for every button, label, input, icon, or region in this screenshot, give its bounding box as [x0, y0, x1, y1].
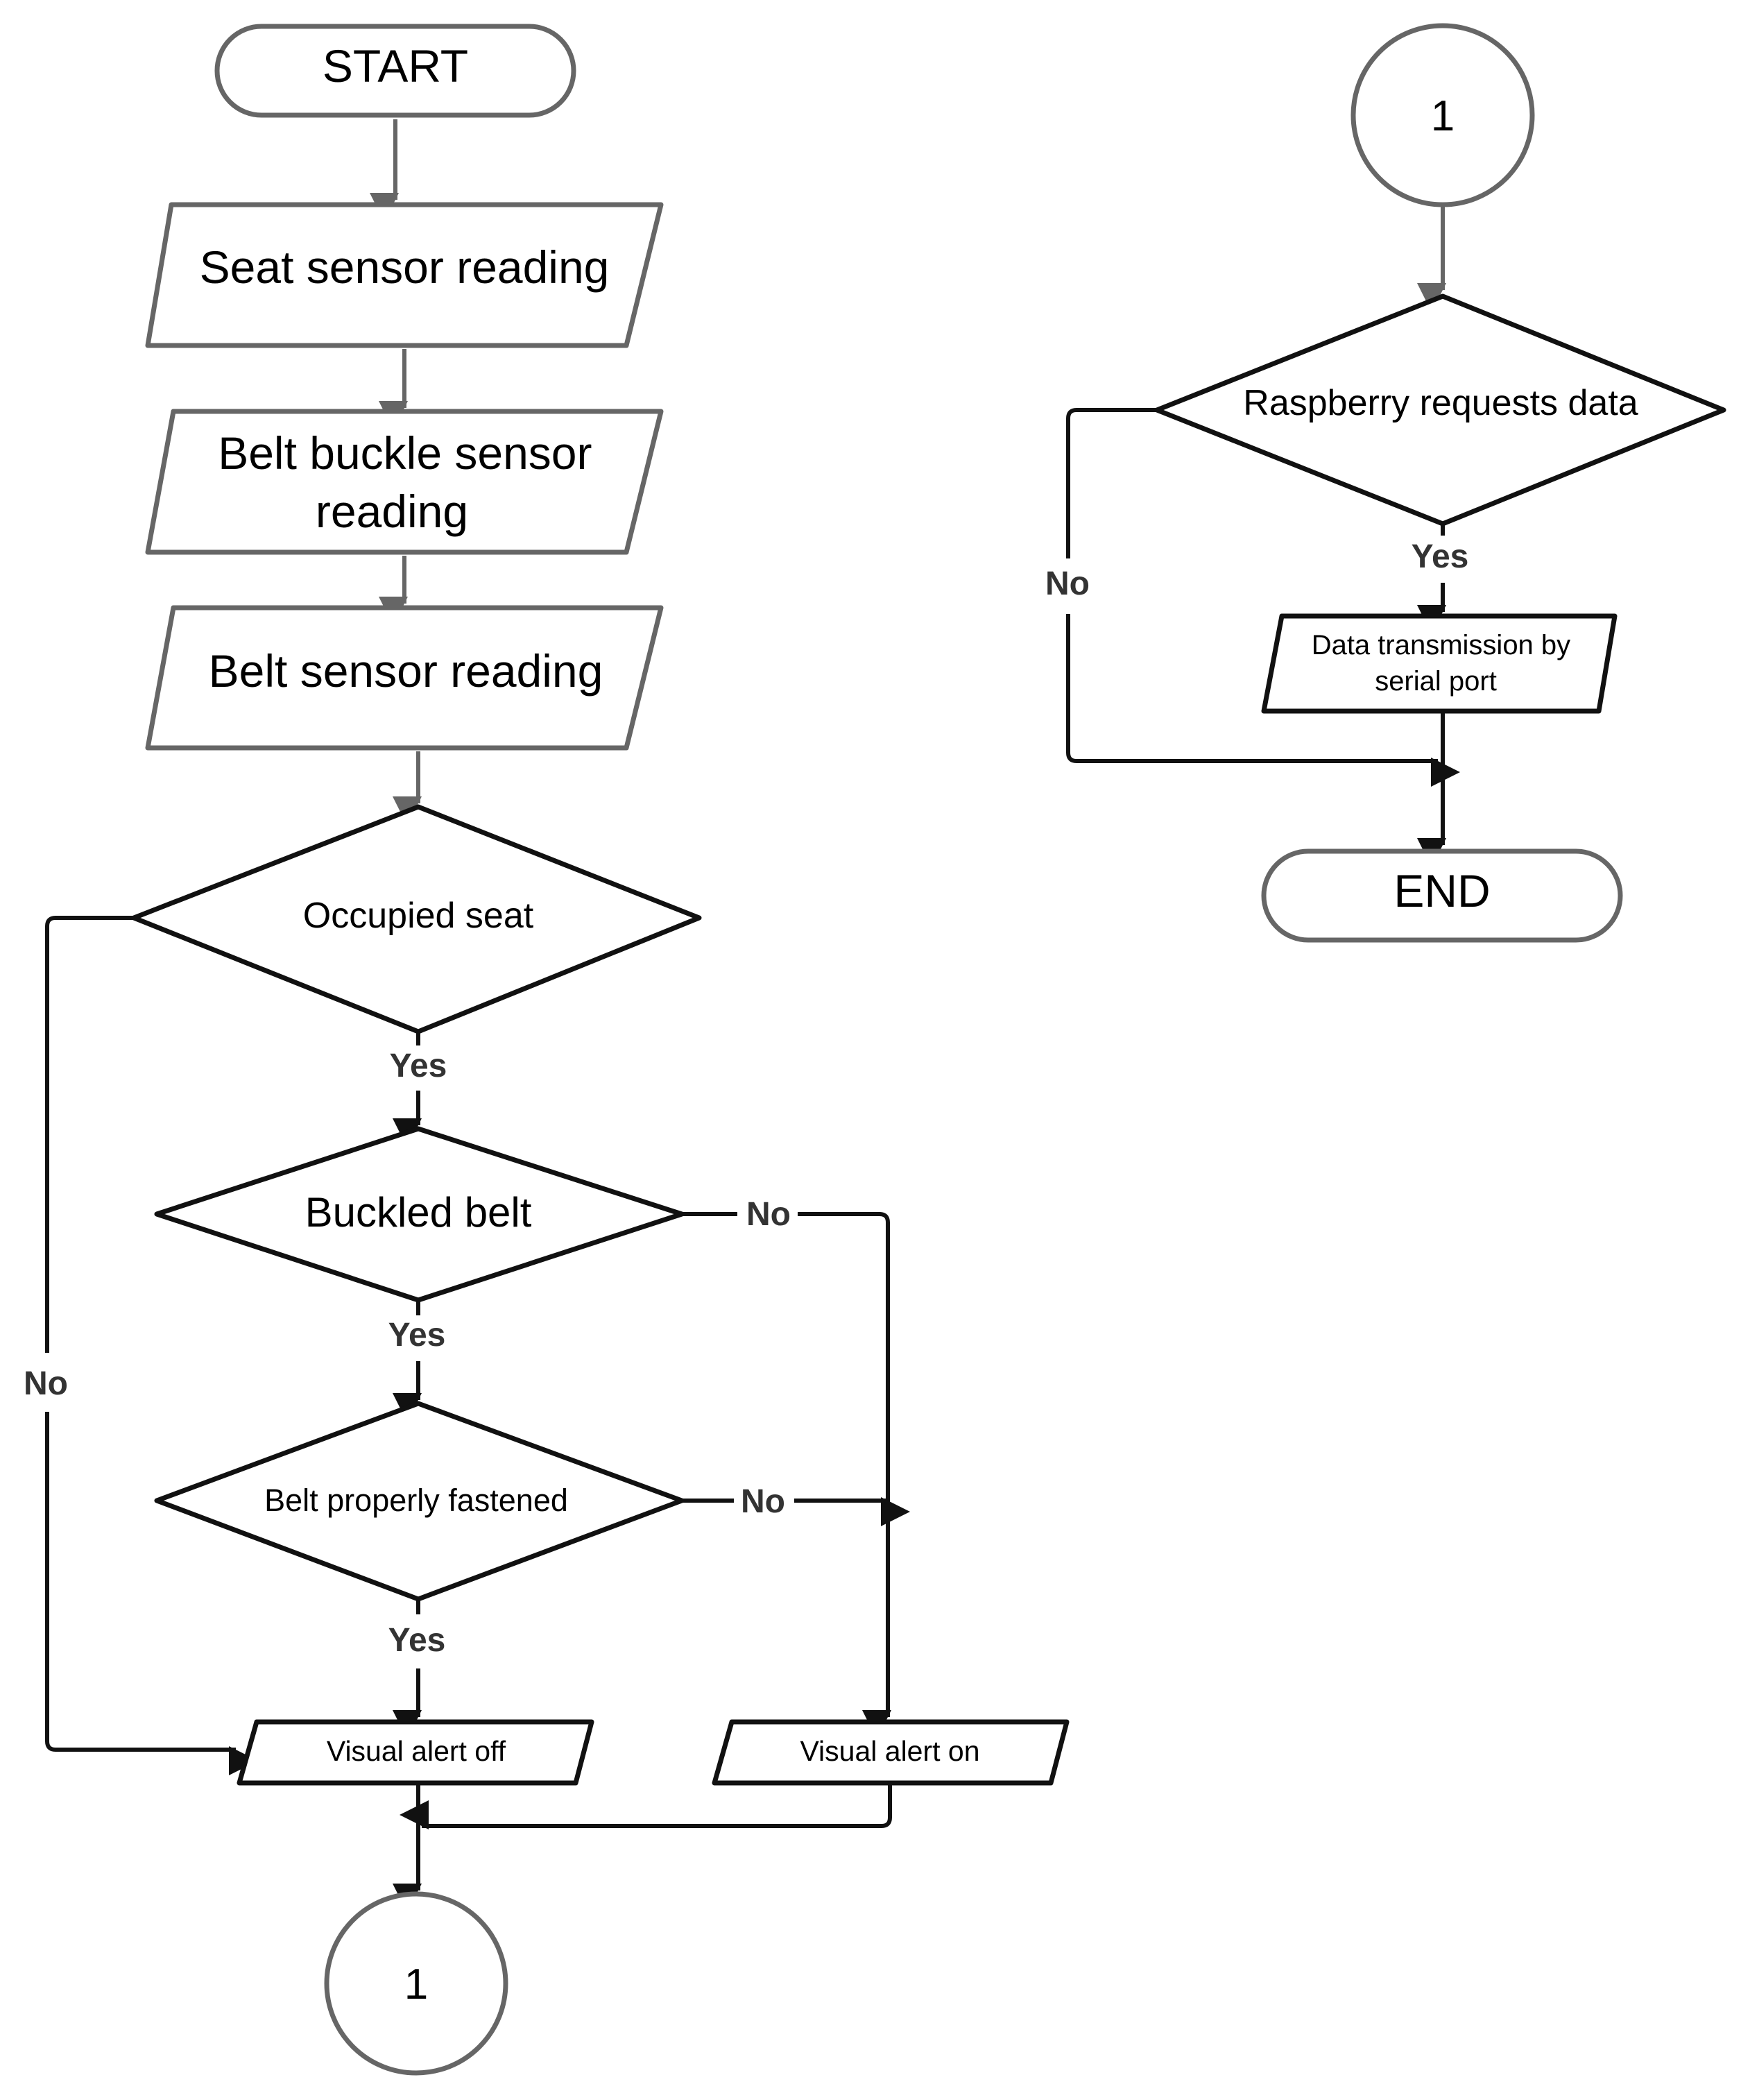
buckled-belt-label: Buckled belt [305, 1189, 532, 1236]
transmission-line-2: serial port [1375, 666, 1497, 697]
raspberry-yes-label: Yes [1412, 538, 1469, 575]
raspberry-decision: Raspberry requests data [1154, 293, 1726, 527]
connector-raspberry-no-2 [1066, 614, 1460, 787]
belt-sensor-node: Belt sensor reading [145, 605, 664, 751]
belt-fastened-decision: Belt properly fastened [154, 1401, 685, 1602]
start-node: START [214, 24, 576, 118]
connector-alert-on-return [400, 1784, 892, 1829]
transmission-node: Data transmission by serial port [1261, 613, 1618, 714]
alert-off-node: Visual alert off [237, 1719, 594, 1786]
occupied-seat-label: Occupied seat [303, 896, 534, 936]
buckle-sensor-label: Belt buckle sensor reading [218, 427, 605, 537]
alert-on-label: Visual alert on [800, 1735, 979, 1767]
seat-sensor-label: Seat sensor reading [200, 241, 610, 293]
fastened-no-label: No [741, 1483, 785, 1520]
connector-occupied-no-2 [45, 1412, 258, 1775]
connector-raspberry-no-1 [1066, 408, 1157, 558]
belt-fastened-label: Belt properly fastened [264, 1483, 568, 1518]
seat-sensor-node: Seat sensor reading [145, 202, 664, 348]
occupied-yes-label: Yes [390, 1048, 447, 1084]
end-label: END [1393, 865, 1490, 916]
connector-occupied-no [45, 916, 134, 1353]
fastened-yes-label: Yes [388, 1622, 446, 1659]
transmission-label: Data transmission by serial port [1312, 630, 1579, 697]
raspberry-no-label: No [1045, 565, 1090, 602]
occupied-no-label: No [24, 1365, 68, 1402]
connector-circle-bottom: 1 [324, 1891, 508, 2076]
buckle-sensor-line-1: Belt buckle sensor [218, 427, 592, 479]
alert-on-node: Visual alert on [712, 1719, 1070, 1786]
buckle-sensor-line-2: reading [316, 486, 468, 537]
raspberry-label: Raspberry requests data [1243, 383, 1638, 423]
end-node: END [1261, 848, 1623, 943]
buckled-yes-label: Yes [388, 1317, 446, 1354]
connector-top-label: 1 [1431, 92, 1455, 140]
transmission-line-1: Data transmission by [1312, 630, 1570, 660]
connector-buckled-no-2 [798, 1212, 891, 1739]
connector-bottom-label: 1 [404, 1961, 428, 2008]
alert-off-label: Visual alert off [327, 1735, 506, 1767]
start-label: START [323, 40, 468, 92]
occupied-seat-decision: Occupied seat [131, 804, 702, 1034]
connector-circle-top: 1 [1350, 23, 1535, 207]
belt-sensor-label: Belt sensor reading [209, 645, 603, 697]
buckled-no-label: No [746, 1196, 791, 1233]
buckled-belt-decision: Buckled belt [154, 1126, 685, 1303]
buckle-sensor-node: Belt buckle sensor reading [145, 409, 664, 555]
